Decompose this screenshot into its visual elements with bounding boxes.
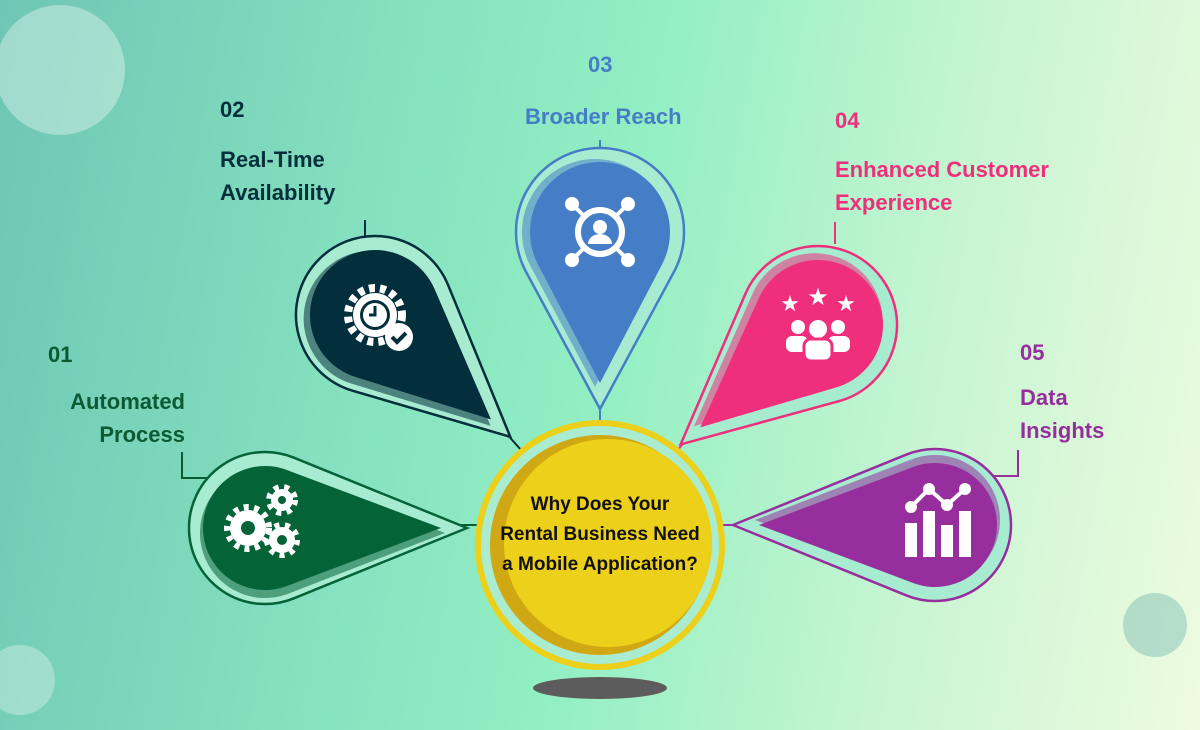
pin-03 <box>514 146 686 412</box>
item-number-05: 05 <box>1020 340 1045 365</box>
item-number-03: 03 <box>588 52 613 77</box>
item-label-enhanced-customer-experience: Enhanced Customer Experience <box>835 157 1049 215</box>
svg-text:★: ★ <box>836 291 856 316</box>
item-label-real-time-availability: Real-Time Availability <box>220 147 336 205</box>
decor-bubble <box>0 5 125 135</box>
pin-01 <box>187 450 471 606</box>
network-user-icon <box>565 197 635 267</box>
pin-body <box>203 466 441 590</box>
item-label-data-insights: Data Insights <box>1020 385 1105 443</box>
bar-chart-trend-icon <box>905 483 971 557</box>
svg-text:★: ★ <box>780 291 800 316</box>
gears-icon <box>224 484 300 558</box>
item-label-automated-process: Automated Process <box>70 389 185 447</box>
gear-clock-check-icon <box>344 284 413 351</box>
svg-text:★: ★ <box>807 284 829 311</box>
pin-body <box>530 161 670 383</box>
decor-bubble <box>1123 593 1187 657</box>
decor-bubble <box>0 645 55 715</box>
center-circle <box>475 420 725 670</box>
item-number-02: 02 <box>220 97 245 122</box>
pin-04: ★ ★ ★ <box>678 244 899 447</box>
center-title: Why Does Your Rental Business Need a Mob… <box>500 494 700 575</box>
item-number-04: 04 <box>835 108 860 133</box>
pin-02 <box>294 234 513 439</box>
item-number-01: 01 <box>48 342 73 367</box>
center-shadow <box>533 677 667 699</box>
customers-stars-icon: ★ ★ ★ <box>780 284 856 363</box>
pin-05 <box>729 447 1013 603</box>
item-label-broader-reach: Broader Reach <box>525 104 682 129</box>
